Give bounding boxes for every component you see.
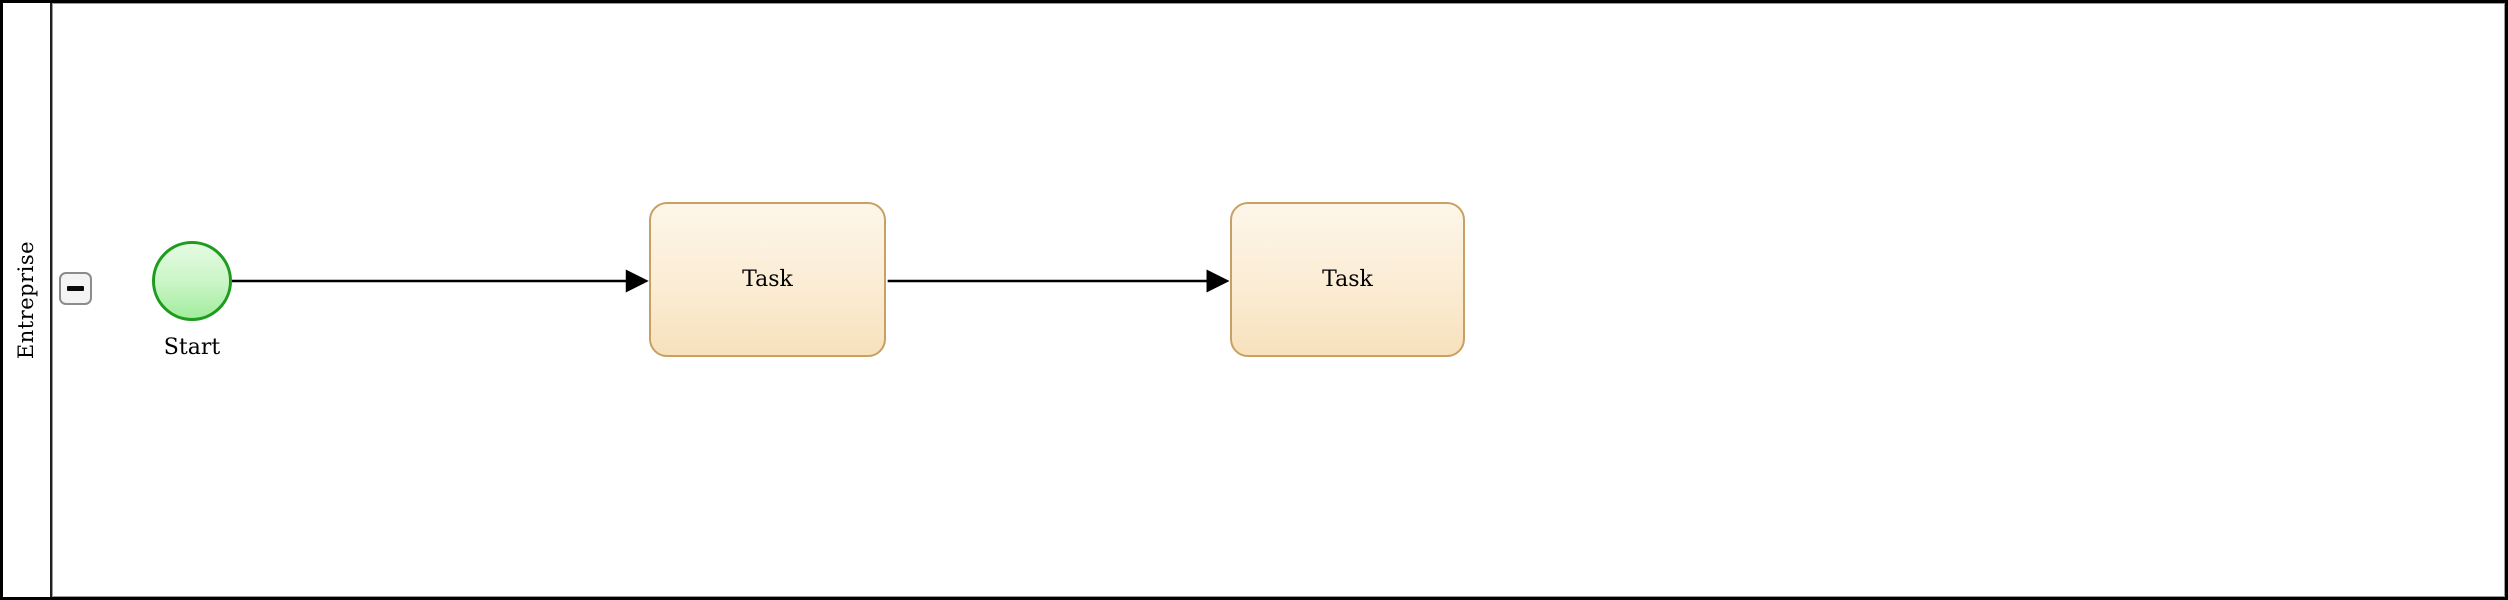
- task-node-1[interactable]: Task: [649, 202, 886, 357]
- task-2-label: Task: [1322, 267, 1373, 292]
- lane-body: Start Task Task: [52, 3, 2505, 597]
- task-node-2[interactable]: Task: [1230, 202, 1465, 357]
- sequence-flow-task1-task2: [887, 269, 1230, 293]
- lane-label-strip: Entreprise: [3, 3, 52, 597]
- task-1-label: Task: [742, 267, 793, 292]
- start-event-node[interactable]: [152, 241, 232, 321]
- lane-label: Entreprise: [14, 240, 39, 360]
- collapse-minus-icon: [67, 286, 84, 291]
- start-event-label: Start: [163, 335, 221, 360]
- sequence-flow-start-task1: [231, 269, 649, 293]
- lane-collapse-button[interactable]: [59, 272, 92, 305]
